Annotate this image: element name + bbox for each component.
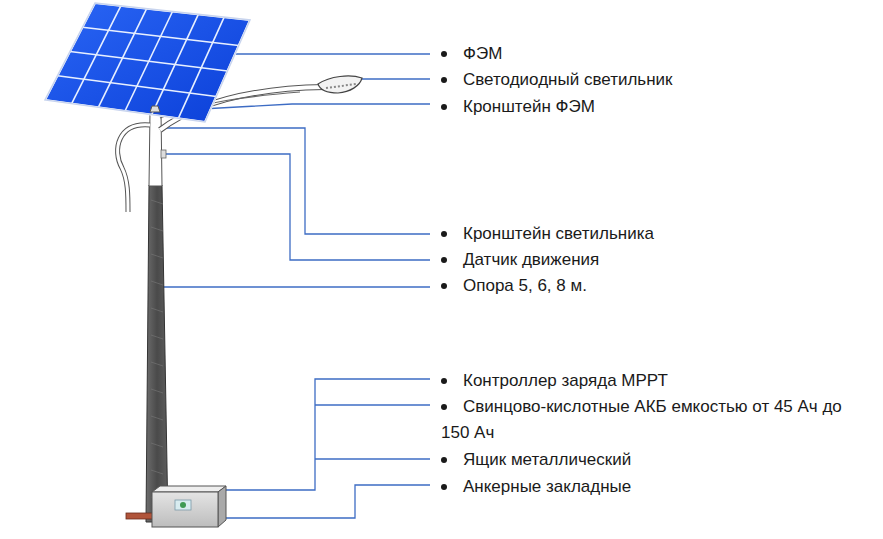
bullet: [441, 77, 447, 83]
part-label: Кронштейн светильника: [463, 221, 654, 247]
pole-top: [149, 112, 162, 186]
grid-line: [151, 281, 163, 285]
grid-line: [151, 227, 163, 231]
solar-panel: [45, 3, 250, 122]
part-label: Светодиодный светильник: [463, 67, 673, 93]
grid-line: [151, 470, 163, 474]
motion-sensor: [161, 150, 166, 158]
grid-line: [70, 52, 228, 72]
part-label: Ящик металлический: [463, 447, 631, 473]
bullet: [441, 51, 447, 57]
grid-line: [151, 254, 163, 258]
side-bracket: [118, 125, 150, 212]
grid-line: [151, 443, 163, 447]
bullet: [441, 457, 447, 463]
part-label: ФЭМ: [463, 41, 502, 67]
part-label: Кронштейн ФЭМ: [463, 94, 595, 120]
grid-line: [151, 335, 163, 339]
part-label: Опора 5, 6, 8 м.: [463, 273, 587, 299]
anchor-base: [126, 513, 154, 519]
part-label: Контроллер заряда МРРТ: [463, 368, 668, 394]
grid-line: [83, 27, 239, 45]
bullet: [441, 104, 447, 110]
grid-line: [151, 200, 163, 204]
bullet: [441, 231, 447, 237]
leader-lines: [162, 54, 430, 518]
bullet: [441, 283, 447, 289]
bullet: [441, 257, 447, 263]
panel-bracket: [150, 106, 160, 112]
part-label: Анкерные закладные: [463, 474, 631, 500]
grid-line: [151, 389, 163, 393]
grid-line: [58, 76, 217, 97]
grid-line: [151, 416, 163, 420]
part-label: Свинцово-кислотные АКБ емкостью от 45 Ач…: [441, 394, 859, 446]
grid-line: [151, 362, 163, 366]
bullet: [441, 404, 447, 410]
part-label: Датчик движения: [463, 247, 599, 273]
bullet: [441, 378, 447, 384]
grid-line: [151, 308, 163, 312]
pole: [146, 185, 168, 522]
bullet: [441, 484, 447, 490]
metal-box: [152, 486, 226, 492]
led-luminaire: [318, 76, 362, 93]
